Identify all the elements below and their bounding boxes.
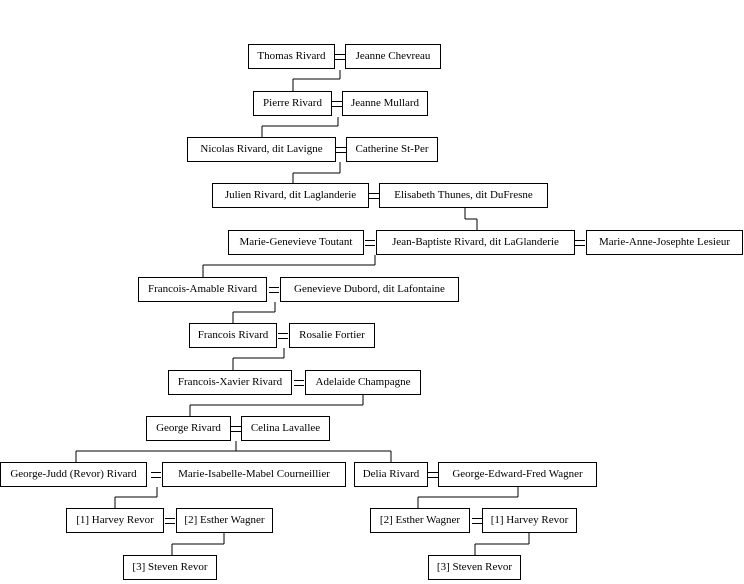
- person-harvey-revor[interactable]: [1] Harvey Revor: [66, 508, 164, 533]
- person-esther-wagner[interactable]: [2] Esther Wagner: [176, 508, 273, 533]
- person-marie-isabelle-courneillier[interactable]: Marie-Isabelle-Mabel Courneillier: [162, 462, 346, 487]
- person-francois-xavier-rivard[interactable]: Francois-Xavier Rivard: [168, 370, 292, 395]
- marriage-connector: [575, 240, 585, 246]
- marriage-connector: [428, 472, 438, 478]
- person-adelaide-champagne[interactable]: Adelaide Champagne: [305, 370, 421, 395]
- person-marie-anne-josephte-lesieur[interactable]: Marie-Anne-Josephte Lesieur: [586, 230, 743, 255]
- marriage-connector: [151, 472, 161, 478]
- marriage-connector: [472, 518, 482, 524]
- person-thomas-rivard[interactable]: Thomas Rivard: [248, 44, 335, 69]
- person-genevieve-dubord[interactable]: Genevieve Dubord, dit Lafontaine: [280, 277, 459, 302]
- marriage-connector: [269, 287, 279, 293]
- marriage-connector: [231, 426, 241, 432]
- person-esther-wagner-b[interactable]: [2] Esther Wagner: [370, 508, 470, 533]
- person-harvey-revor-b[interactable]: [1] Harvey Revor: [482, 508, 577, 533]
- marriage-connector: [365, 240, 375, 246]
- person-julien-rivard[interactable]: Julien Rivard, dit Laglanderie: [212, 183, 369, 208]
- marriage-connector: [278, 333, 288, 339]
- marriage-connector: [165, 518, 175, 524]
- person-marie-genevieve-toutant[interactable]: Marie-Genevieve Toutant: [228, 230, 364, 255]
- marriage-connector: [335, 54, 345, 60]
- person-francois-amable-rivard[interactable]: Francois-Amable Rivard: [138, 277, 267, 302]
- person-elisabeth-thunes[interactable]: Elisabeth Thunes, dit DuFresne: [379, 183, 548, 208]
- marriage-connector: [336, 147, 346, 153]
- person-catherine-st-per[interactable]: Catherine St-Per: [346, 137, 438, 162]
- person-jean-baptiste-rivard[interactable]: Jean-Baptiste Rivard, dit LaGlanderie: [376, 230, 575, 255]
- marriage-connector: [369, 193, 379, 199]
- person-jeanne-chevreau[interactable]: Jeanne Chevreau: [345, 44, 441, 69]
- person-nicolas-rivard[interactable]: Nicolas Rivard, dit Lavigne: [187, 137, 336, 162]
- marriage-connector: [294, 380, 304, 386]
- person-steven-revor[interactable]: [3] Steven Revor: [123, 555, 217, 580]
- person-george-edward-wagner[interactable]: George-Edward-Fred Wagner: [438, 462, 597, 487]
- person-celina-lavallee[interactable]: Celina Lavallee: [241, 416, 330, 441]
- person-jeanne-mullard[interactable]: Jeanne Mullard: [342, 91, 428, 116]
- person-george-rivard[interactable]: George Rivard: [146, 416, 231, 441]
- person-rosalie-fortier[interactable]: Rosalie Fortier: [289, 323, 375, 348]
- person-delia-rivard[interactable]: Delia Rivard: [354, 462, 428, 487]
- person-steven-revor-b[interactable]: [3] Steven Revor: [428, 555, 521, 580]
- person-pierre-rivard[interactable]: Pierre Rivard: [253, 91, 332, 116]
- marriage-connector: [332, 101, 342, 107]
- person-francois-rivard[interactable]: Francois Rivard: [189, 323, 277, 348]
- person-george-judd-rivard[interactable]: George-Judd (Revor) Rivard: [0, 462, 147, 487]
